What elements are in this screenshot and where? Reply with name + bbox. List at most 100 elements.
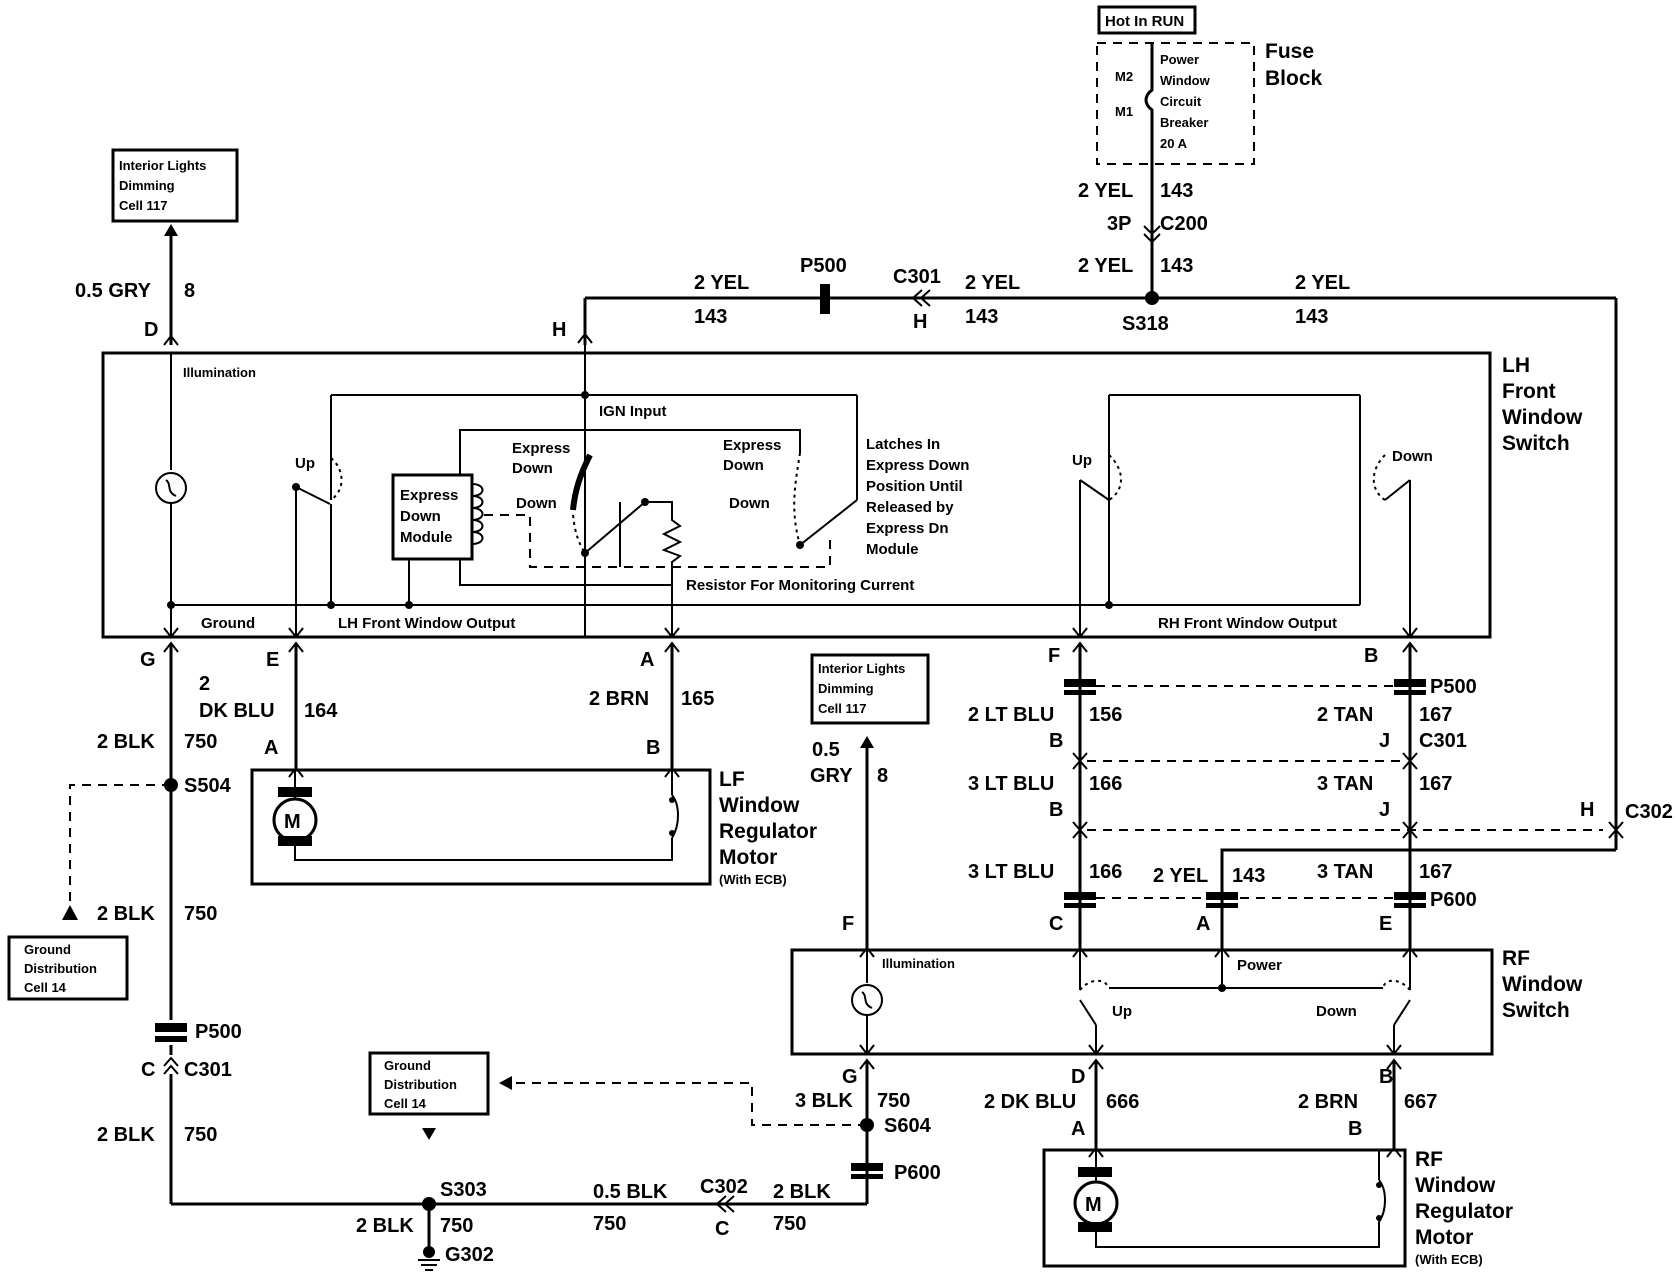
rf-wires: P500 2 LT BLU 156 2 TAN 167 B J C301 3 L… xyxy=(968,643,1673,958)
latches-4: Released by xyxy=(866,499,954,516)
p500-b-connector xyxy=(1394,679,1426,687)
illum-top-num: 8 xyxy=(184,280,195,302)
module-label-1: Express xyxy=(400,487,458,504)
breaker-label-1: Power xyxy=(1160,52,1199,67)
lf-motor-pin-a: A xyxy=(264,737,278,759)
rf-ecb-dot-1 xyxy=(1376,1182,1382,1188)
pin-a: A xyxy=(640,649,654,671)
c200-label: C200 xyxy=(1160,213,1208,235)
lf-motor-title-1: LF xyxy=(719,768,745,791)
lh-switch-title-1: LH xyxy=(1502,354,1530,377)
rf-yel-num: 143 xyxy=(1232,865,1265,887)
rf-f2-color: 3 LT BLU xyxy=(968,773,1054,795)
p500-left-connector xyxy=(155,1023,187,1032)
rf-pin-a: A xyxy=(1196,913,1210,935)
latches-5: Express Dn xyxy=(866,520,949,537)
p600-c-connector xyxy=(1064,892,1096,900)
rf-motor-bracket-bot xyxy=(1078,1222,1112,1232)
illum-top-pin: D xyxy=(144,319,158,341)
lf-motor-loop xyxy=(294,770,673,861)
pin-e: E xyxy=(266,649,279,671)
rf-f3-num: 166 xyxy=(1089,861,1122,883)
rf-pin-b: B xyxy=(1379,1066,1393,1088)
p500-top-connector xyxy=(820,284,830,314)
hot-in-run-box xyxy=(1097,5,1197,35)
module-dashed-link xyxy=(484,514,831,568)
rf-f3-color: 3 LT BLU xyxy=(968,861,1054,883)
lh-h-arrow xyxy=(577,332,593,344)
illum-mid-box xyxy=(810,653,930,725)
breaker-label-2: Window xyxy=(1160,73,1211,88)
rf-up-contact xyxy=(1079,999,1097,1026)
pin-f: F xyxy=(1048,645,1060,667)
c301-left-connector xyxy=(163,1056,179,1075)
s303-label: S303 xyxy=(440,1179,487,1201)
lf-side: 2 DK BLU 164 2 BRN 165 A B M LF Window R… xyxy=(7,643,817,1204)
rh-down-contact xyxy=(1384,479,1411,501)
breaker-label-5: 20 A xyxy=(1160,136,1188,151)
lh-illum-filament xyxy=(165,479,177,497)
lf-motor-pin-arrows xyxy=(288,766,680,778)
lf-motor-pin-b: B xyxy=(646,737,660,759)
pin-b: B xyxy=(1364,645,1378,667)
rf-motor-pin-arrows xyxy=(1088,1146,1402,1158)
rf-motor-title-4: Motor xyxy=(1415,1226,1473,1249)
rf-b-color: 2 TAN xyxy=(1317,704,1373,726)
rf-b-color: 2 BRN xyxy=(1298,1091,1358,1113)
p600-e-connector xyxy=(1394,892,1426,900)
rh-up-dotted xyxy=(1108,454,1122,501)
ground-mid-arrowhead xyxy=(422,1128,436,1140)
rf-up-dotted xyxy=(1079,979,1110,991)
lf-e-color-1: 2 xyxy=(199,673,210,695)
express-2-dot xyxy=(796,541,804,549)
rf-bottom: 3 BLK 750 S604 P600 2 DK BLU 666 A 2 BRN… xyxy=(795,1060,1513,1268)
illum-mid-color-2: GRY xyxy=(810,765,853,787)
rf-b2-color: 3 TAN xyxy=(1317,773,1373,795)
rf-yel-color: 2 YEL xyxy=(1153,865,1208,887)
lf-g-color: 2 BLK xyxy=(97,731,155,753)
bottom-blk1-num: 750 xyxy=(440,1215,473,1237)
lf-a-num: 165 xyxy=(681,688,714,710)
illum-top-section: Interior Lights Dimming Cell 117 0.5 GRY… xyxy=(75,148,239,346)
circuit-breaker-symbol xyxy=(1144,43,1154,166)
lf-g2-num: 750 xyxy=(184,903,217,925)
fuse-block-section: Hot In RUN Fuse Block M2 M1 Power Window… xyxy=(552,5,1618,852)
illum-mid-box-2: Dimming xyxy=(818,681,874,696)
rf-down-contact xyxy=(1393,999,1411,1026)
latches-1: Latches In xyxy=(866,436,940,453)
rf-b3-color: 3 TAN xyxy=(1317,861,1373,883)
express-2-contact xyxy=(799,499,858,546)
rf-pin-d: D xyxy=(1071,1066,1085,1088)
rh-output-label: RH Front Window Output xyxy=(1158,615,1337,632)
lh-switch-pins: G E A F B xyxy=(140,627,1418,671)
down-a-label: Down xyxy=(516,495,557,512)
right-bus-color: 2 YEL xyxy=(1295,272,1350,294)
illum-top-d-arrow xyxy=(163,334,179,346)
ground-box-mid xyxy=(368,1051,490,1116)
rf-illumination-label: Illumination xyxy=(882,956,955,971)
ground-box-mid-1: Ground xyxy=(384,1058,431,1073)
rf-motor-title-1: RF xyxy=(1415,1148,1443,1171)
p500-f-connector-2 xyxy=(1064,690,1096,695)
rf-up-label: Up xyxy=(1112,1003,1132,1020)
left-bus-color: 2 YEL xyxy=(694,272,749,294)
illum-top-color: 0.5 GRY xyxy=(75,280,152,302)
s318-label: S318 xyxy=(1122,313,1169,335)
c301-left-pin: C xyxy=(141,1059,155,1081)
rf-switch-outline xyxy=(790,948,1494,1056)
express-down-1b: Down xyxy=(512,460,553,477)
p600-bottom-connector-2 xyxy=(851,1174,883,1179)
lf-motor-title-2: Window xyxy=(719,794,800,817)
s604-dashed xyxy=(512,1082,867,1126)
illum-top-arrowhead xyxy=(164,224,178,236)
illum-mid-color-1: 0.5 xyxy=(812,739,840,761)
p600-c-connector-2 xyxy=(1064,903,1096,908)
lh-h-pin: H xyxy=(552,319,566,341)
rf-b3-num: 167 xyxy=(1419,861,1452,883)
p600-e-connector-2 xyxy=(1394,903,1426,908)
p600-right-label: P600 xyxy=(1430,889,1477,911)
rf-illum-filament xyxy=(861,991,873,1009)
resistor-label: Resistor For Monitoring Current xyxy=(686,577,914,594)
lf-motor-title-4: Motor xyxy=(719,846,777,869)
hot-in-run-label: Hot In RUN xyxy=(1105,13,1184,30)
